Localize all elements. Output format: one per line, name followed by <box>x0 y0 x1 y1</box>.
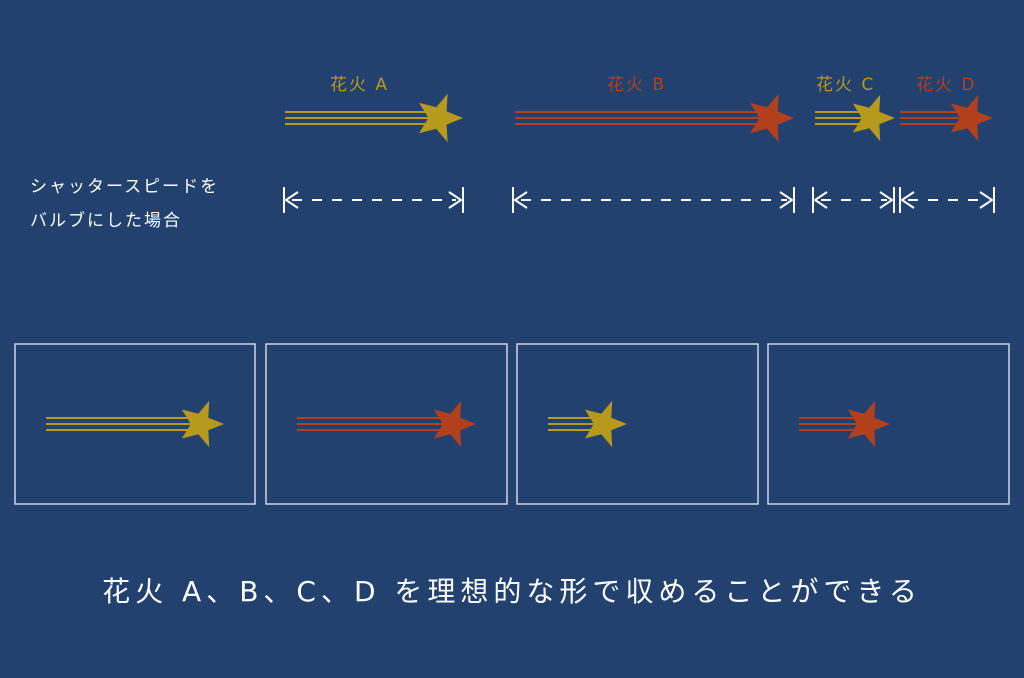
firework-b-label: 花火 B <box>607 75 667 95</box>
firework-c-trail <box>548 417 596 431</box>
star-icon <box>419 93 463 143</box>
photo-frame <box>14 343 256 505</box>
firework-c-trail <box>815 111 864 125</box>
star-icon <box>847 400 890 448</box>
star-icon <box>950 94 993 142</box>
double-arrow-icon <box>512 187 795 213</box>
description-line-2: バルブにした場合 <box>30 211 182 231</box>
photo-frame <box>516 343 759 505</box>
firework-b-trail <box>297 417 444 431</box>
firework-a-trail <box>285 111 430 125</box>
double-arrow-icon <box>283 187 464 213</box>
double-arrow-icon <box>812 187 895 213</box>
firework-d-label: 花火 D <box>916 75 977 95</box>
star-icon <box>852 94 895 142</box>
firework-c-label: 花火 C <box>816 75 876 95</box>
photo-frame <box>265 343 508 505</box>
star-icon <box>433 400 476 448</box>
firework-d-trail <box>799 417 858 431</box>
star-icon <box>584 400 627 448</box>
star-icon <box>181 400 224 448</box>
firework-d-trail <box>900 111 962 125</box>
firework-a-trail <box>46 417 192 431</box>
star-icon <box>750 93 794 143</box>
description-line-1: シャッタースピードを <box>30 177 220 197</box>
caption: 花火 A、B、C、D を理想的な形で収めることができる <box>102 575 922 608</box>
double-arrow-icon <box>899 187 995 213</box>
firework-b-trail <box>515 111 762 125</box>
photo-frame <box>767 343 1010 505</box>
firework-a-label: 花火 A <box>330 75 390 95</box>
